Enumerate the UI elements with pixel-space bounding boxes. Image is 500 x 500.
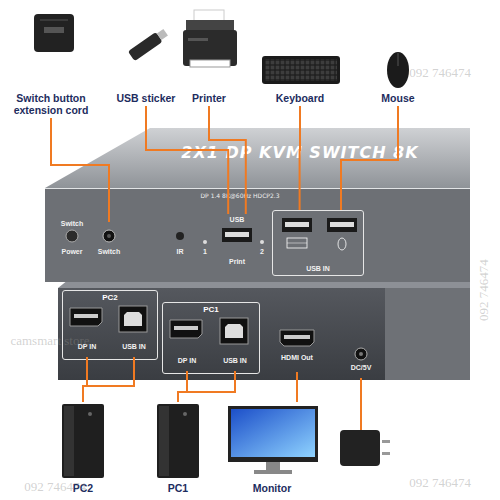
- node-text: USB IN: [213, 357, 257, 365]
- dc-jack: [355, 348, 367, 360]
- node-text: USB IN: [273, 265, 363, 273]
- cable-connector: [83, 357, 87, 402]
- dp-port: [70, 308, 202, 338]
- node-text: DP IN: [67, 343, 107, 351]
- power-adapter: [340, 430, 390, 466]
- node-text: PC1: [163, 305, 259, 314]
- power-button: [66, 230, 78, 242]
- hdmi-port: [280, 330, 314, 346]
- usb-port: [222, 228, 252, 242]
- device-card: USB sticker: [110, 10, 182, 106]
- node-text: PC2: [63, 293, 157, 302]
- device-card: Keyboard: [258, 10, 342, 106]
- node-text: PC2: [55, 482, 111, 494]
- keyboard-icon: [262, 56, 340, 84]
- node-text: 2X1 DP KVM SWITCH 8K: [155, 144, 445, 162]
- usb-in-group: USB IN: [272, 210, 364, 276]
- led: [203, 240, 207, 244]
- usb-stick-icon: [128, 27, 169, 61]
- node-text: USB IN: [113, 343, 155, 351]
- cable-connector: [83, 357, 134, 402]
- switch-jack: [103, 230, 115, 242]
- computer-card: PC2: [55, 402, 111, 496]
- cable-connector: [296, 372, 298, 402]
- hdmi-out-port: HDMI Out: [272, 324, 322, 372]
- node-text: Monitor: [222, 482, 322, 494]
- ir-sensor: [176, 232, 184, 240]
- node-text: Printer: [178, 92, 240, 104]
- cable-connector: [341, 106, 398, 210]
- cable-connector: [209, 106, 246, 214]
- dp-in-port: DP IN: [67, 305, 107, 357]
- pc-port-group: PC1 DP IN USB IN: [162, 302, 260, 374]
- usb-in-port: USB IN: [113, 305, 155, 357]
- led: [260, 240, 264, 244]
- node-text: Switch button extension cord: [2, 92, 100, 116]
- power-cable: [360, 378, 362, 430]
- watermark: 092 746474: [477, 240, 491, 340]
- cord-icon: [34, 14, 74, 52]
- node-text: DC/5V: [342, 364, 380, 372]
- pc-port-group: PC2 DP IN USB IN: [62, 290, 158, 360]
- node-text: Keyboard: [258, 92, 342, 104]
- usb-in-port: USB IN: [213, 317, 257, 371]
- panel-front-face: [45, 188, 470, 282]
- cable-connector: [146, 106, 228, 214]
- usb-port: [282, 218, 357, 250]
- device-card: Switch button extension cord: [2, 10, 100, 118]
- pc1-tower: [157, 404, 199, 478]
- node-text: Switch: [92, 248, 126, 256]
- switch-jack-port: Switch: [92, 222, 126, 262]
- cable-connector: [178, 371, 235, 402]
- kvm-front-panel: 2X1 DP KVM SWITCH 8K DP 1.4 8K@60Hz HDCP2…: [45, 128, 470, 282]
- cable-connector: [178, 371, 187, 402]
- cable-connector: [51, 118, 109, 222]
- back-panel: [58, 278, 470, 380]
- node-text: DP IN: [167, 357, 207, 365]
- dp-in-port: DP IN: [167, 317, 207, 371]
- pc2-tower: [62, 404, 104, 478]
- device-card: Mouse: [371, 10, 425, 106]
- usb-port-box: USB: [215, 214, 259, 254]
- cable-connector: [299, 106, 301, 210]
- computer-card: PC1: [150, 402, 206, 496]
- usb-b-port: [119, 306, 248, 344]
- mouse-icon: [387, 52, 409, 88]
- monitor-icon: [228, 406, 318, 474]
- node-text: HDMI Out: [272, 354, 322, 362]
- panel-top-face: [45, 128, 470, 188]
- watermark: 092 746474: [390, 476, 490, 490]
- device-card: Printer: [178, 10, 240, 106]
- node-text: Mouse: [371, 92, 425, 104]
- panel-edge: [45, 188, 470, 189]
- printer-icon: [183, 10, 237, 67]
- node-text: USB: [215, 216, 259, 224]
- node-text: PC1: [150, 482, 206, 494]
- node-text: DP 1.4 8K@60Hz HDCP2.3: [165, 192, 315, 199]
- dc-power-port: DC/5V: [342, 344, 380, 378]
- node-text: USB sticker: [110, 92, 182, 104]
- monitor-card: Monitor: [222, 402, 322, 496]
